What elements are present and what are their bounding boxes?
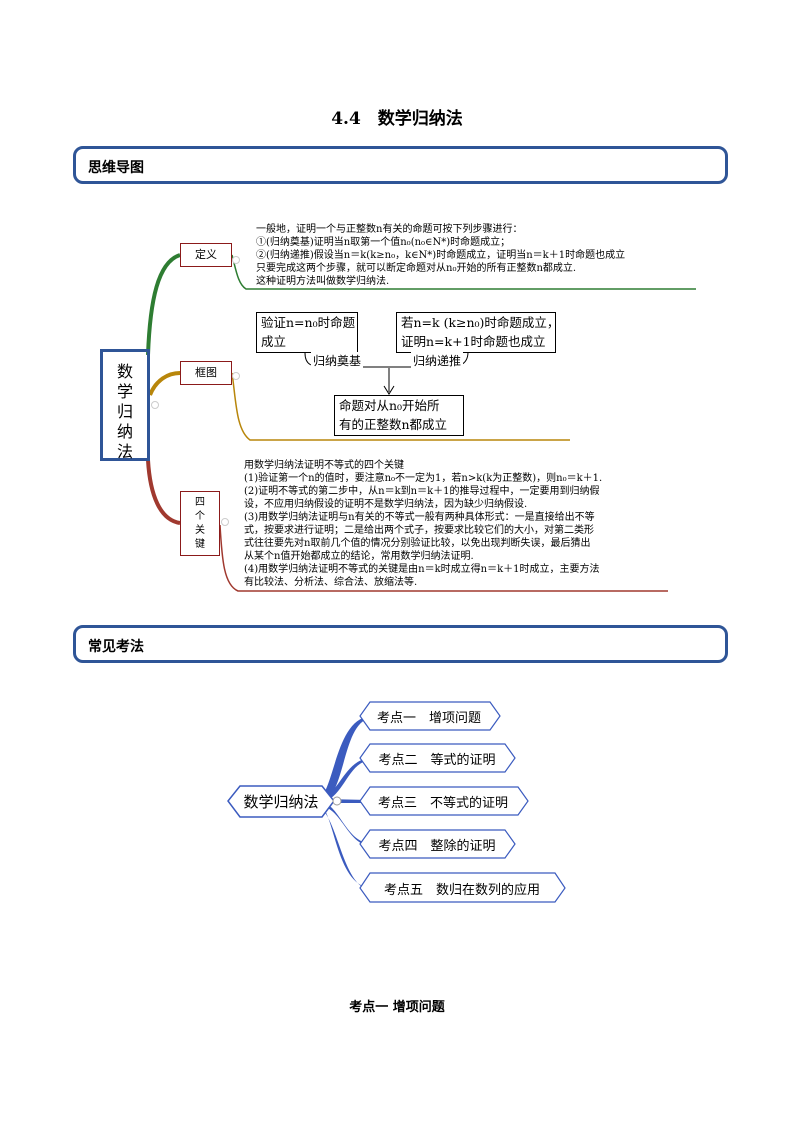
- definition-line: 只要完成这两个步骤，就可以断定命题对从n₀开始的所有正整数n都成立.: [256, 263, 577, 274]
- four-keys-line: (1)验证第一个n的值时，要注意n₀不一定为1，若n>k(k为正整数)，则n₀＝…: [244, 473, 603, 484]
- kaofa-root-frame: [227, 785, 335, 818]
- framework-box-step-line: 证明n=k+1时命题也成立: [401, 334, 546, 349]
- section-header-mindmap: [73, 146, 728, 184]
- framework-box-base-line: 成立: [261, 334, 287, 349]
- kaofa-item-frame: [359, 701, 501, 731]
- kaofa-item-label: 考点三 不等式的证明: [377, 796, 508, 811]
- framework-box-base-line: 验证n=n₀时命题: [261, 315, 356, 330]
- section-header-kaofa: [73, 625, 728, 663]
- mindmap-root-node: 数学归纳法: [100, 349, 150, 461]
- framework-box-step: 若n=k (k≥n₀)时命题成立， 证明n=k+1时命题也成立: [396, 312, 560, 353]
- subsection-heading: 考点一 增项问题: [349, 1000, 445, 1015]
- four-keys-line: 从某个n值开始都成立的结论，常用数学归纳法证明.: [244, 551, 474, 562]
- framework-box-base: 验证n=n₀时命题 成立: [256, 312, 358, 353]
- four-keys-line: (3)用数学归纳法证明与n有关的不等式一般有两种具体形式：一是直接给出不等: [244, 512, 595, 523]
- framework-label-step: 归纳递推: [411, 352, 464, 369]
- branch-definition-node: 定义: [180, 243, 232, 267]
- definition-line: 这种证明方法叫做数学归纳法.: [256, 276, 390, 287]
- framework-box-step-line: 若n=k (k≥n₀)时命题成立，: [401, 315, 560, 330]
- kaofa-item-frame: [359, 743, 516, 773]
- mindmap-root-label: 数学归纳法: [116, 362, 133, 461]
- four-keys-line: 有比较法、分析法、综合法、放缩法等.: [244, 577, 418, 588]
- four-keys-char: 关: [195, 525, 205, 536]
- kaofa-item-frame: [359, 872, 566, 903]
- section-title-mindmap: 思维导图: [88, 160, 144, 176]
- four-keys-char: 个: [195, 511, 205, 522]
- framework-box-conclusion-line: 命题对从n₀开始所: [339, 398, 440, 413]
- definition-text: 一般地，证明一个与正整数n有关的命题可按下列步骤进行： ①(归纳奠基)证明当n取…: [256, 223, 625, 288]
- kaofa-item-label: 考点五 数归在数列的应用: [383, 883, 540, 898]
- kaofa-root-label: 数学归纳法: [243, 793, 319, 811]
- four-keys-line: 设，不应用归纳假设的证明不是数学归纳法，因为缺少归纳假设.: [244, 499, 528, 510]
- framework-box-conclusion: 命题对从n₀开始所 有的正整数n都成立: [334, 395, 464, 436]
- branch-framework-label: 框图: [195, 366, 217, 379]
- page-title: 4.4 数学归纳法: [331, 109, 463, 129]
- framework-label-base: 归纳奠基: [311, 352, 364, 369]
- kaofa-item-label: 考点四 整除的证明: [378, 839, 496, 854]
- definition-line: 一般地，证明一个与正整数n有关的命题可按下列步骤进行：: [256, 224, 523, 235]
- section-title-kaofa: 常见考法: [88, 639, 144, 655]
- branch-definition-label: 定义: [195, 248, 217, 261]
- four-keys-line: 用数学归纳法证明不等式的四个关键: [244, 460, 404, 471]
- kaofa-item-frame: [359, 786, 529, 816]
- definition-line: ②(归纳递推)假设当n＝k(k≥n₀，k∈N*)时命题成立，证明当n＝k＋1时命…: [256, 250, 626, 261]
- four-keys-line: 式，按要求进行证明；二是给出两个式子，按要求比较它们的大小，对第二类形: [244, 525, 594, 536]
- four-keys-line: (4)用数学归纳法证明不等式的关键是由n＝k时成立得n＝k＋1时成立，主要方法: [244, 564, 600, 575]
- four-keys-line: 式往往要先对n取前几个值的情况分别验证比较，以免出现判断失误，最后猜出: [244, 538, 591, 549]
- framework-box-conclusion-line: 有的正整数n都成立: [339, 417, 448, 432]
- kaofa-item-label: 考点二 等式的证明: [378, 753, 496, 768]
- branch-framework-node: 框图: [180, 361, 232, 385]
- four-keys-char: 四: [195, 497, 205, 508]
- four-keys-char: 键: [195, 539, 205, 550]
- four-keys-text: 用数学归纳法证明不等式的四个关键 (1)验证第一个n的值时，要注意n₀不一定为1…: [244, 459, 602, 589]
- definition-line: ①(归纳奠基)证明当n取第一个值n₀(n₀∈N*)时命题成立；: [256, 237, 511, 248]
- kaofa-item-label: 考点一 增项问题: [376, 711, 481, 726]
- kaofa-item-frame: [359, 829, 516, 859]
- four-keys-line: (2)证明不等式的第二步中，从n＝k到n＝k＋1的推导过程中，一定要用到归纳假: [244, 486, 600, 497]
- branch-four-keys-node: 四 个 关 键: [180, 491, 220, 556]
